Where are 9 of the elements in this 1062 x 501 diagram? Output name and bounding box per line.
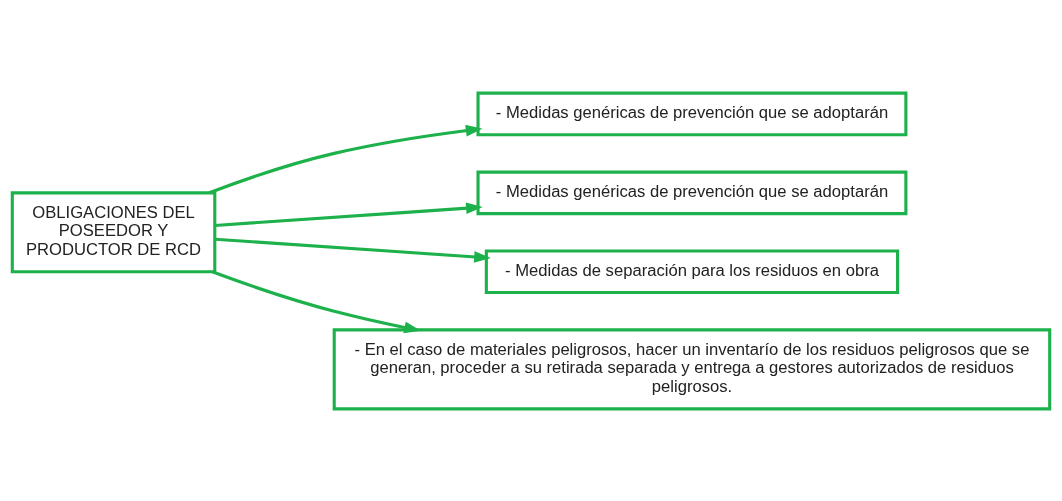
node-box: - Medidas genéricas de prevención que se adoptarán	[476, 170, 908, 215]
node-box: - Medidas genéricas de prevención que se adoptarán	[476, 91, 908, 136]
arrow	[214, 237, 491, 263]
node-box: - En el caso de materiales peligrosos, hacer un inventarío de los residuos peligrosos que se generan, proceder a su retirada separada y entrega a gestores autorizados de residuos peligrosos.	[332, 327, 1052, 410]
node-box: OBLIGACIONES DEL POSEEDOR Y PRODUCTOR DE RCD	[10, 190, 217, 273]
arrow	[214, 201, 483, 227]
arrow	[211, 269, 421, 333]
node-box: - Medidas de separación para los residuos en obra	[484, 248, 900, 294]
arrow	[208, 124, 483, 194]
